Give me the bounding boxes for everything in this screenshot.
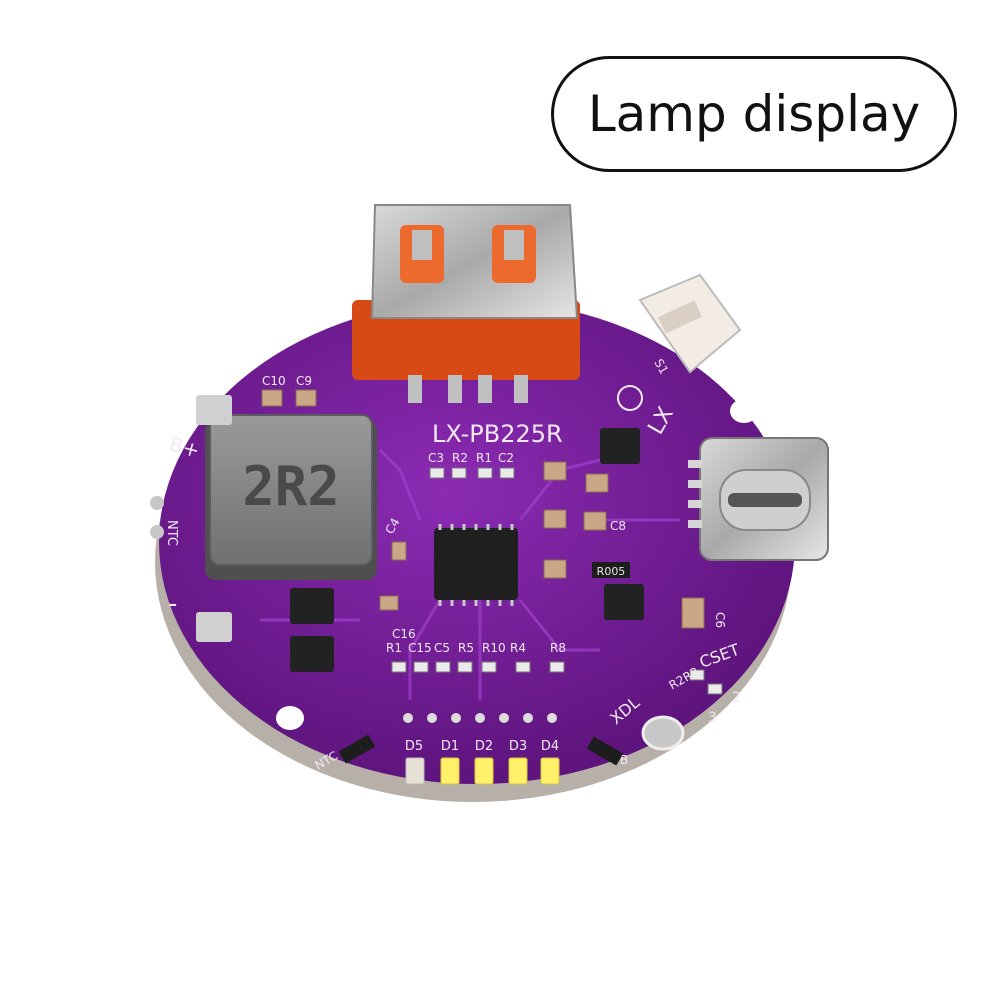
designator: R2 <box>667 672 688 692</box>
switch-connector <box>638 273 742 374</box>
led-label: D2 <box>475 739 493 754</box>
led-label: D3 <box>509 739 527 754</box>
mounting-holes <box>276 287 758 751</box>
designator: C10 <box>262 374 286 388</box>
designator: 3 <box>708 710 717 726</box>
led-d3 <box>508 757 528 785</box>
minus-label: - <box>168 589 177 619</box>
brand-logo-icon <box>617 385 643 411</box>
led-label: D1 <box>441 739 459 754</box>
designator: C15 <box>408 641 432 655</box>
ntc-pad-label: NTC <box>164 520 179 546</box>
designator: C9 <box>296 374 312 388</box>
designator: R4 <box>510 641 526 655</box>
designator: C16 <box>392 627 416 641</box>
inductor-marking: 2R2 <box>242 455 340 518</box>
designator: C6 <box>713 612 727 628</box>
label-text: Lamp display <box>587 85 921 143</box>
designator: S1 <box>651 357 671 377</box>
led-indicators: D5 D1 D2 D3 D4 <box>405 739 560 785</box>
designator: 2 <box>732 690 741 706</box>
lamp-display-label: Lamp display <box>551 56 957 172</box>
usb-a-connector <box>352 204 580 403</box>
led-d1 <box>440 757 460 785</box>
designator: C2 <box>498 451 514 465</box>
designator: R3 <box>681 664 702 684</box>
designator: C3 <box>428 451 444 465</box>
designator: C8 <box>610 519 626 533</box>
designator: R10 <box>482 641 506 655</box>
inductor-2r2: 2R2 <box>205 414 377 580</box>
designator: B <box>620 753 628 767</box>
designator: R8 <box>550 641 566 655</box>
led-label: D4 <box>541 739 559 754</box>
battery-pads <box>150 395 232 642</box>
designator: R5 <box>458 641 474 655</box>
designator: C4 <box>382 516 402 537</box>
led-d4 <box>540 757 560 785</box>
pcb-traces <box>260 448 680 700</box>
led-d5 <box>405 757 425 785</box>
designator: R2 <box>452 451 468 465</box>
led-label: D5 <box>405 739 423 754</box>
designator: C5 <box>434 641 450 655</box>
usb-c-connector <box>688 437 829 561</box>
passive-components: R005 <box>261 389 723 695</box>
mosfets <box>290 428 644 672</box>
sense-resistor-label: R005 <box>597 565 626 578</box>
small-resistors <box>338 734 624 766</box>
header-holes <box>403 713 557 723</box>
led-d2 <box>474 757 494 785</box>
designator: R1 <box>386 641 402 655</box>
designator: R1 <box>476 451 492 465</box>
controller-ic <box>434 524 518 606</box>
model-label: LX-PB225R <box>432 420 563 448</box>
